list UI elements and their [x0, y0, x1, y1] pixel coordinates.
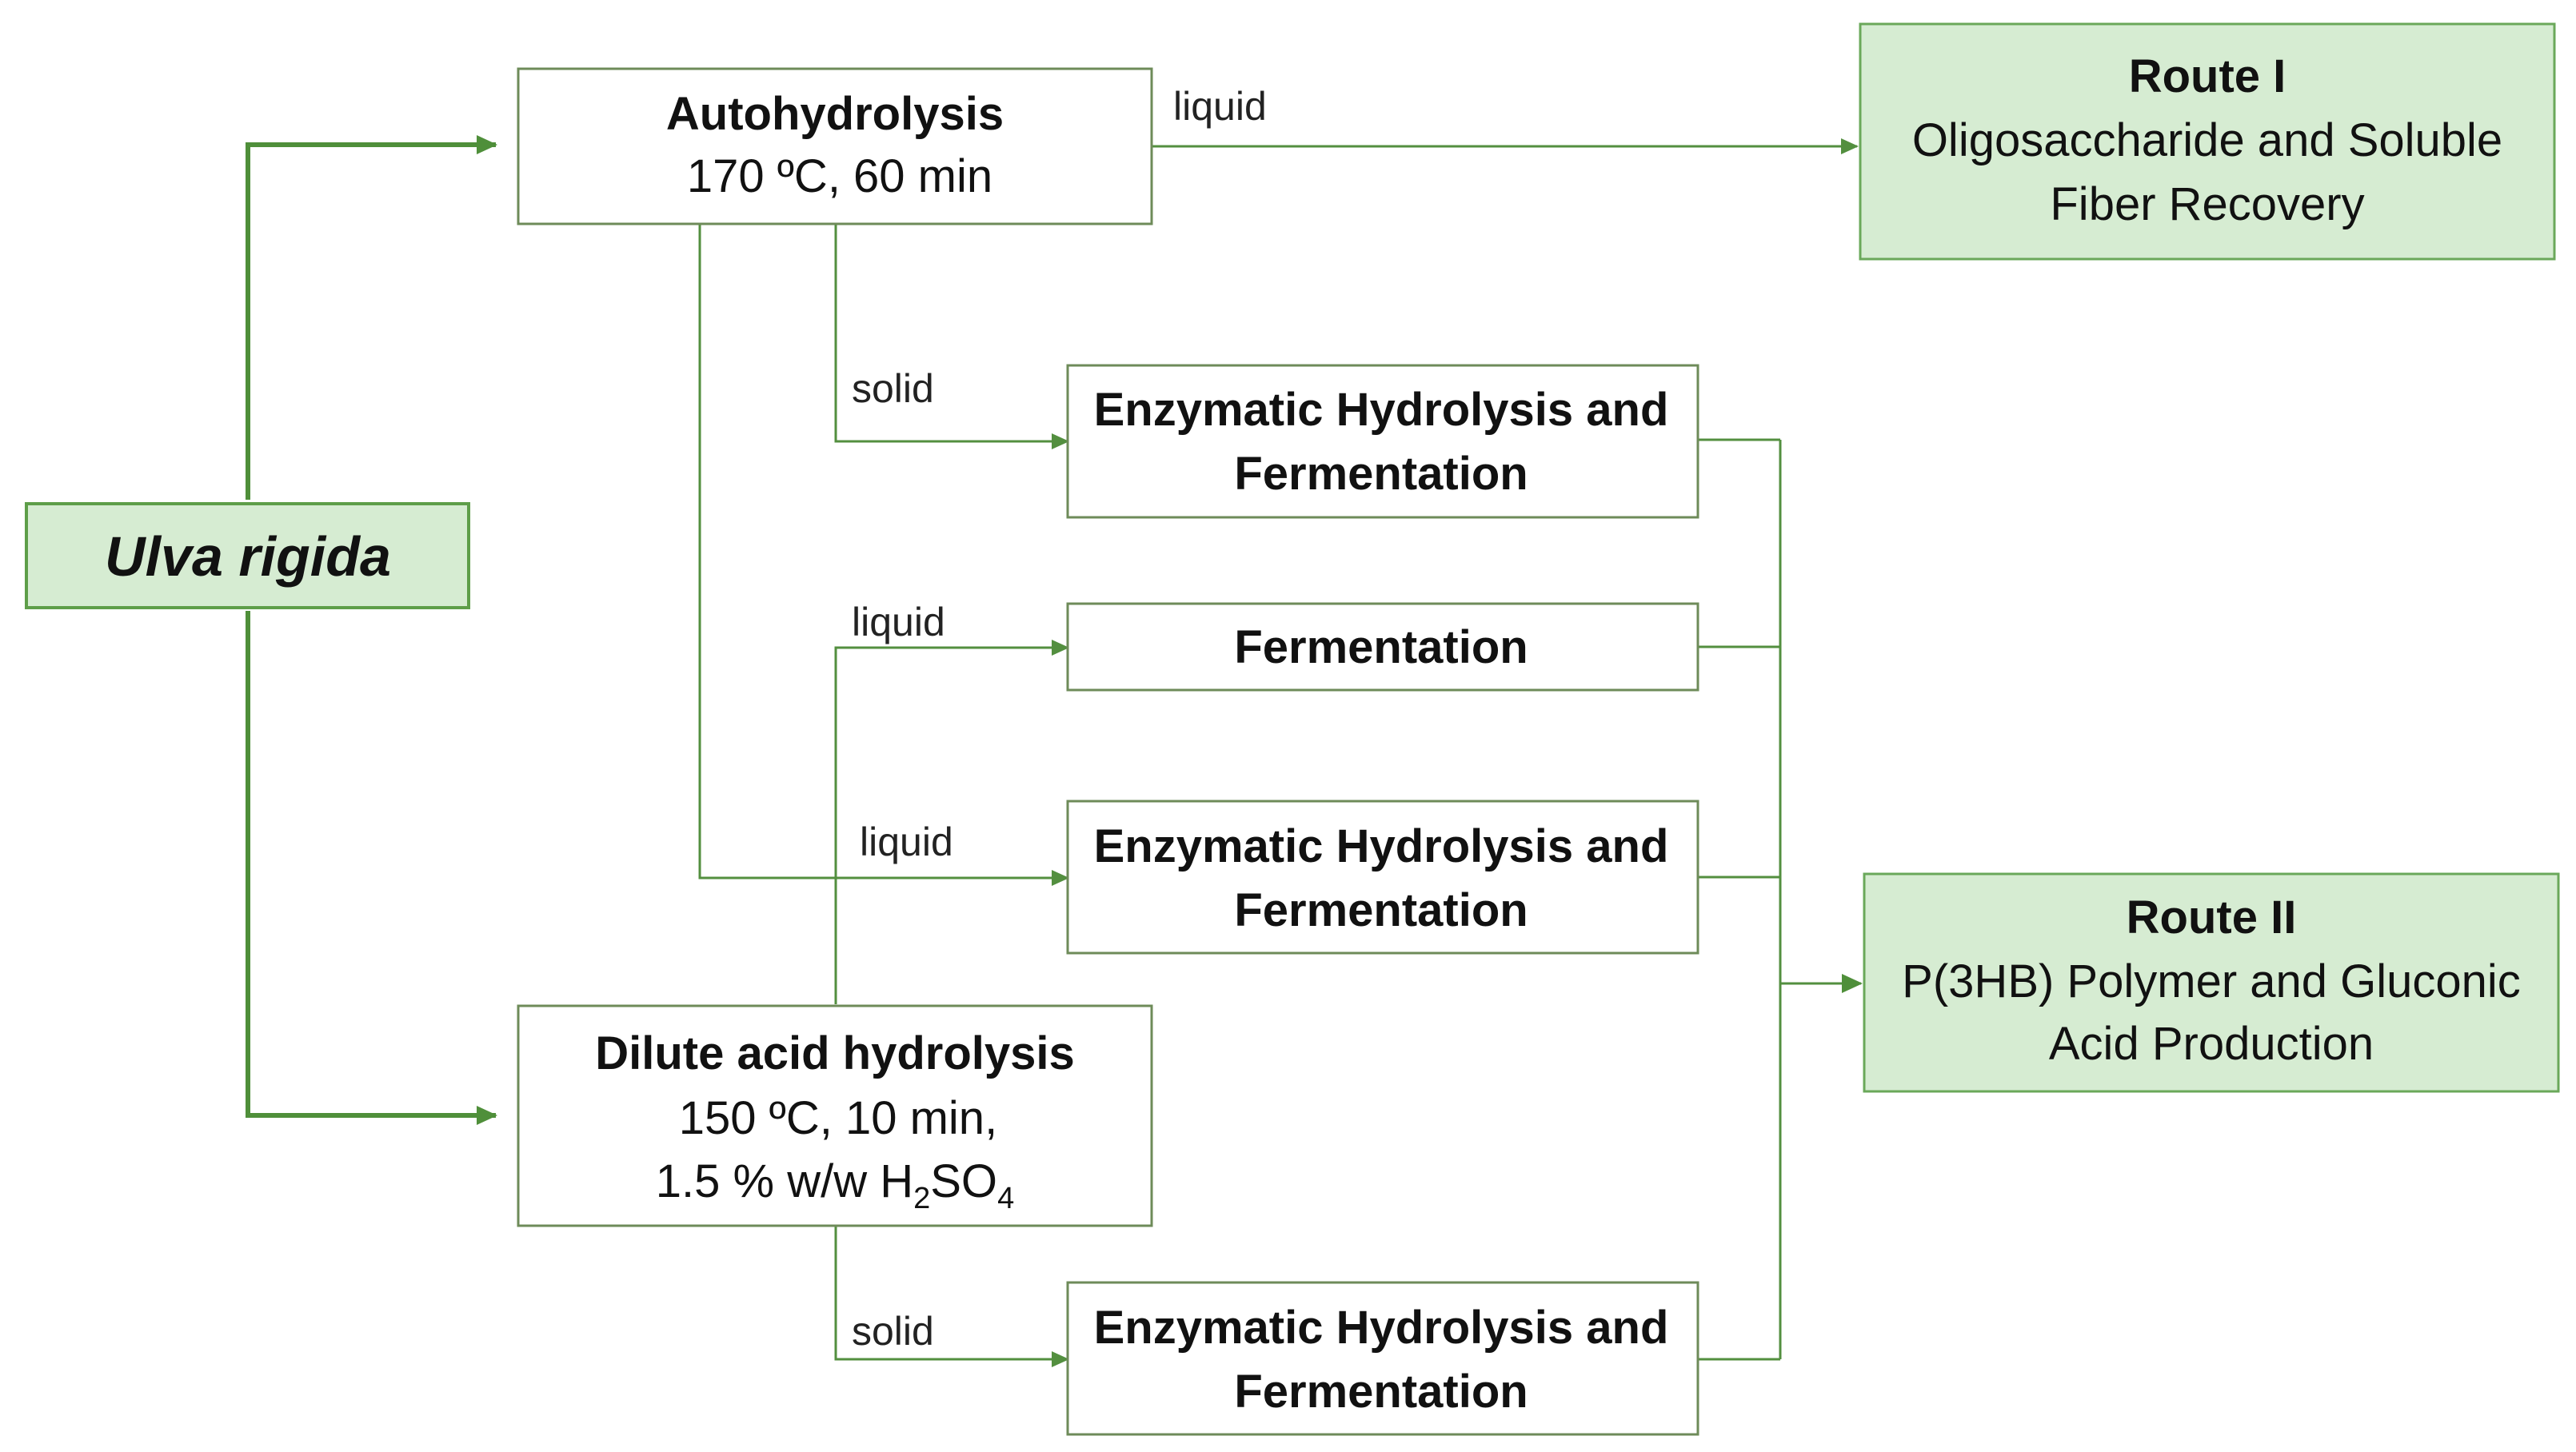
enz-ferm-box-3 [1066, 1281, 1699, 1436]
ulva-rigida-box [25, 502, 470, 609]
connector-ulva-to-dilute-acid [246, 611, 497, 1125]
edge-label-auto-liquid: liquid [1173, 84, 1267, 129]
route2-line2: Acid Production [2049, 1018, 2374, 1070]
enz-ferm-2-line1: Enzymatic Hydrolysis and [1094, 820, 1669, 872]
connector-autohydrolysis-liquid-enz2 [698, 224, 1069, 886]
dilute-acid-title: Dilute acid hydrolysis [595, 1027, 1075, 1079]
dilute-acid-conditions-1: 150 ºC, 10 min, [679, 1092, 997, 1144]
dilute-acid-conditions-2: 1.5 % w/w H2SO4 [656, 1155, 1014, 1215]
connector-autohydrolysis-solid [834, 224, 1069, 449]
dilute-acid-box [517, 1004, 1153, 1227]
route1-line1: Oligosaccharide and Soluble [1912, 114, 2502, 166]
route2-title: Route II [2127, 892, 2297, 943]
edge-label-auto-liquid-2: liquid [860, 820, 953, 864]
enz-ferm-box-1 [1066, 364, 1699, 519]
route1-title: Route I [2129, 50, 2286, 102]
enz-ferm-2-line2: Fermentation [1234, 884, 1528, 936]
edge-label-acid-solid: solid [852, 1309, 934, 1354]
edge-label-auto-solid: solid [852, 366, 934, 411]
enz-ferm-box-2 [1066, 800, 1699, 955]
connector-dilute-acid-solid [834, 1226, 1069, 1367]
connector-dilute-acid-liquid [834, 640, 1069, 1004]
enz-ferm-1-line2: Fermentation [1234, 448, 1528, 500]
edge-label-acid-liquid: liquid [852, 600, 945, 644]
enz-ferm-1-line1: Enzymatic Hydrolysis and [1094, 384, 1669, 436]
route2-line1: P(3HB) Polymer and Gluconic [1902, 955, 2521, 1007]
enz-ferm-3-line2: Fermentation [1234, 1366, 1528, 1418]
connector-ulva-to-autohydrolysis [246, 135, 497, 500]
route2-box [1863, 872, 2560, 1093]
autohydrolysis-title: Autohydrolysis [666, 88, 1004, 140]
enz-ferm-3-line1: Enzymatic Hydrolysis and [1094, 1302, 1669, 1354]
autohydrolysis-box [517, 67, 1153, 225]
autohydrolysis-conditions: 170 ºC, 60 min [687, 150, 992, 202]
route1-line2: Fiber Recovery [2050, 178, 2364, 230]
fermentation-label: Fermentation [1234, 621, 1528, 673]
fermentation-box [1066, 602, 1699, 692]
ulva-rigida-label: Ulva rigida [105, 525, 391, 588]
route1-box [1859, 22, 2556, 261]
